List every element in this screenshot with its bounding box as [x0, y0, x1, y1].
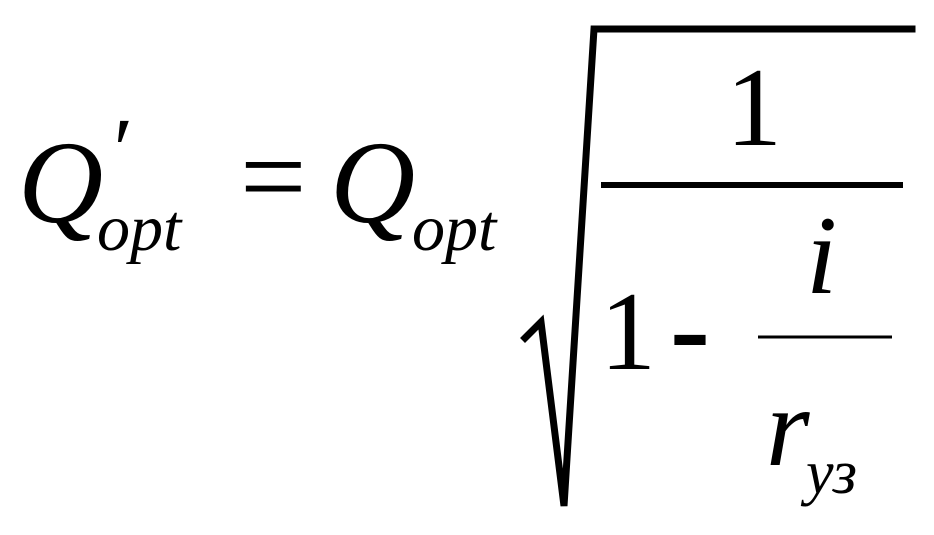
radical-sign — [520, 25, 916, 507]
radicand-numerator: 1 — [726, 46, 782, 170]
rhs-subscript: opt — [412, 192, 497, 265]
inner-numerator-i: i — [806, 194, 838, 318]
lhs-prime: ′ — [108, 101, 128, 200]
inner-denominator-r: r — [766, 366, 810, 490]
denominator-one: 1 — [600, 270, 656, 394]
lhs-subscript: opt — [97, 192, 182, 265]
equals-sign: = — [240, 111, 307, 242]
lhs-symbol: Q — [18, 117, 104, 248]
rhs-symbol: Q — [330, 117, 416, 248]
inner-denominator-subscript: уз — [806, 439, 857, 507]
minus-sign: - — [670, 261, 710, 394]
